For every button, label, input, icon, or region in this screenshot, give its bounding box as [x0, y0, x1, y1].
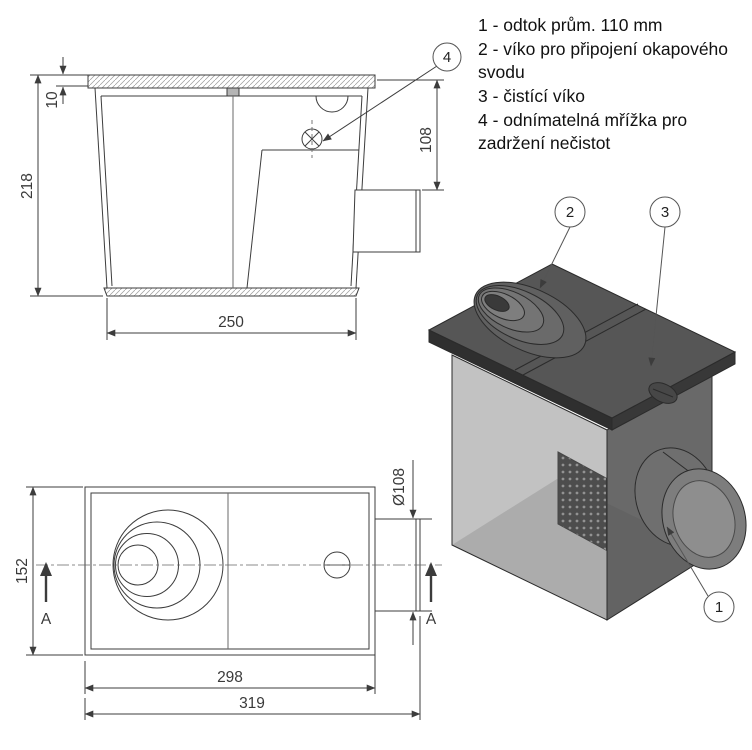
side-view-body [94, 87, 369, 297]
dim-pipe-diameter: Ø108 [391, 460, 432, 645]
dim-rim-height-label: 10 [44, 91, 61, 109]
side-view-inlet-hole [315, 95, 349, 113]
iso-inlet-rings [473, 281, 587, 359]
dim-inner-length: 298 [84, 615, 376, 694]
side-view-outlet-pipe [352, 189, 421, 253]
legend: 1 - odtok prům. 110 mm 2 - víko pro přip… [478, 14, 730, 157]
top-view-outline [84, 486, 376, 656]
dim-total-height: 218 [19, 74, 103, 297]
side-view-grid-chamber [246, 149, 359, 289]
dim-width-label: 152 [14, 558, 31, 584]
callout-balloon-1: 1 [666, 526, 735, 623]
section-label-right: A [426, 611, 437, 628]
iso-cleaning-lid-knob [648, 382, 678, 404]
dim-total-height-label: 218 [19, 173, 36, 199]
dim-total-length-label: 319 [239, 695, 265, 712]
top-view: A A 152 Ø108 [14, 460, 442, 720]
section-label-left: A [41, 611, 52, 628]
dim-width: 152 [14, 486, 83, 656]
dim-total-length: 319 [84, 616, 421, 720]
iso-mesh-grid [557, 451, 607, 551]
dim-outlet-height: 108 [377, 79, 444, 191]
dim-bottom-width: 250 [106, 298, 357, 340]
callout-4-label: 4 [443, 49, 451, 66]
legend-item-2: 2 - víko pro připojení okapového svodu [478, 39, 729, 83]
callout-2-label: 2 [566, 204, 574, 221]
callout-3-label: 3 [661, 204, 669, 221]
side-view-rim [87, 74, 376, 97]
dim-pipe-diameter-label: Ø108 [391, 468, 408, 506]
callout-balloon-4: 4 [322, 42, 462, 142]
dim-bottom-width-label: 250 [218, 314, 244, 331]
callout-balloon-2: 2 [539, 196, 586, 289]
callout-1-label: 1 [715, 599, 723, 616]
iso-view: 2 3 1 [427, 196, 747, 623]
legend-item-4: 4 - odnímatelná mřížka pro zadržení neči… [478, 110, 688, 154]
iso-outlet-cylinder [634, 447, 747, 570]
section-arrow-right: A [425, 562, 437, 628]
legend-item-1: 1 - odtok prům. 110 mm [478, 15, 663, 35]
callout-balloon-3: 3 [648, 196, 681, 367]
section-arrow-left: A [40, 562, 52, 628]
side-view-bolt-icon [301, 120, 323, 158]
dim-inner-length-label: 298 [217, 669, 243, 686]
dim-outlet-height-label: 108 [418, 127, 435, 153]
side-view: 218 10 108 250 [19, 42, 462, 340]
dim-rim-height: 10 [44, 57, 88, 109]
legend-item-3: 3 - čistící víko [478, 86, 585, 107]
